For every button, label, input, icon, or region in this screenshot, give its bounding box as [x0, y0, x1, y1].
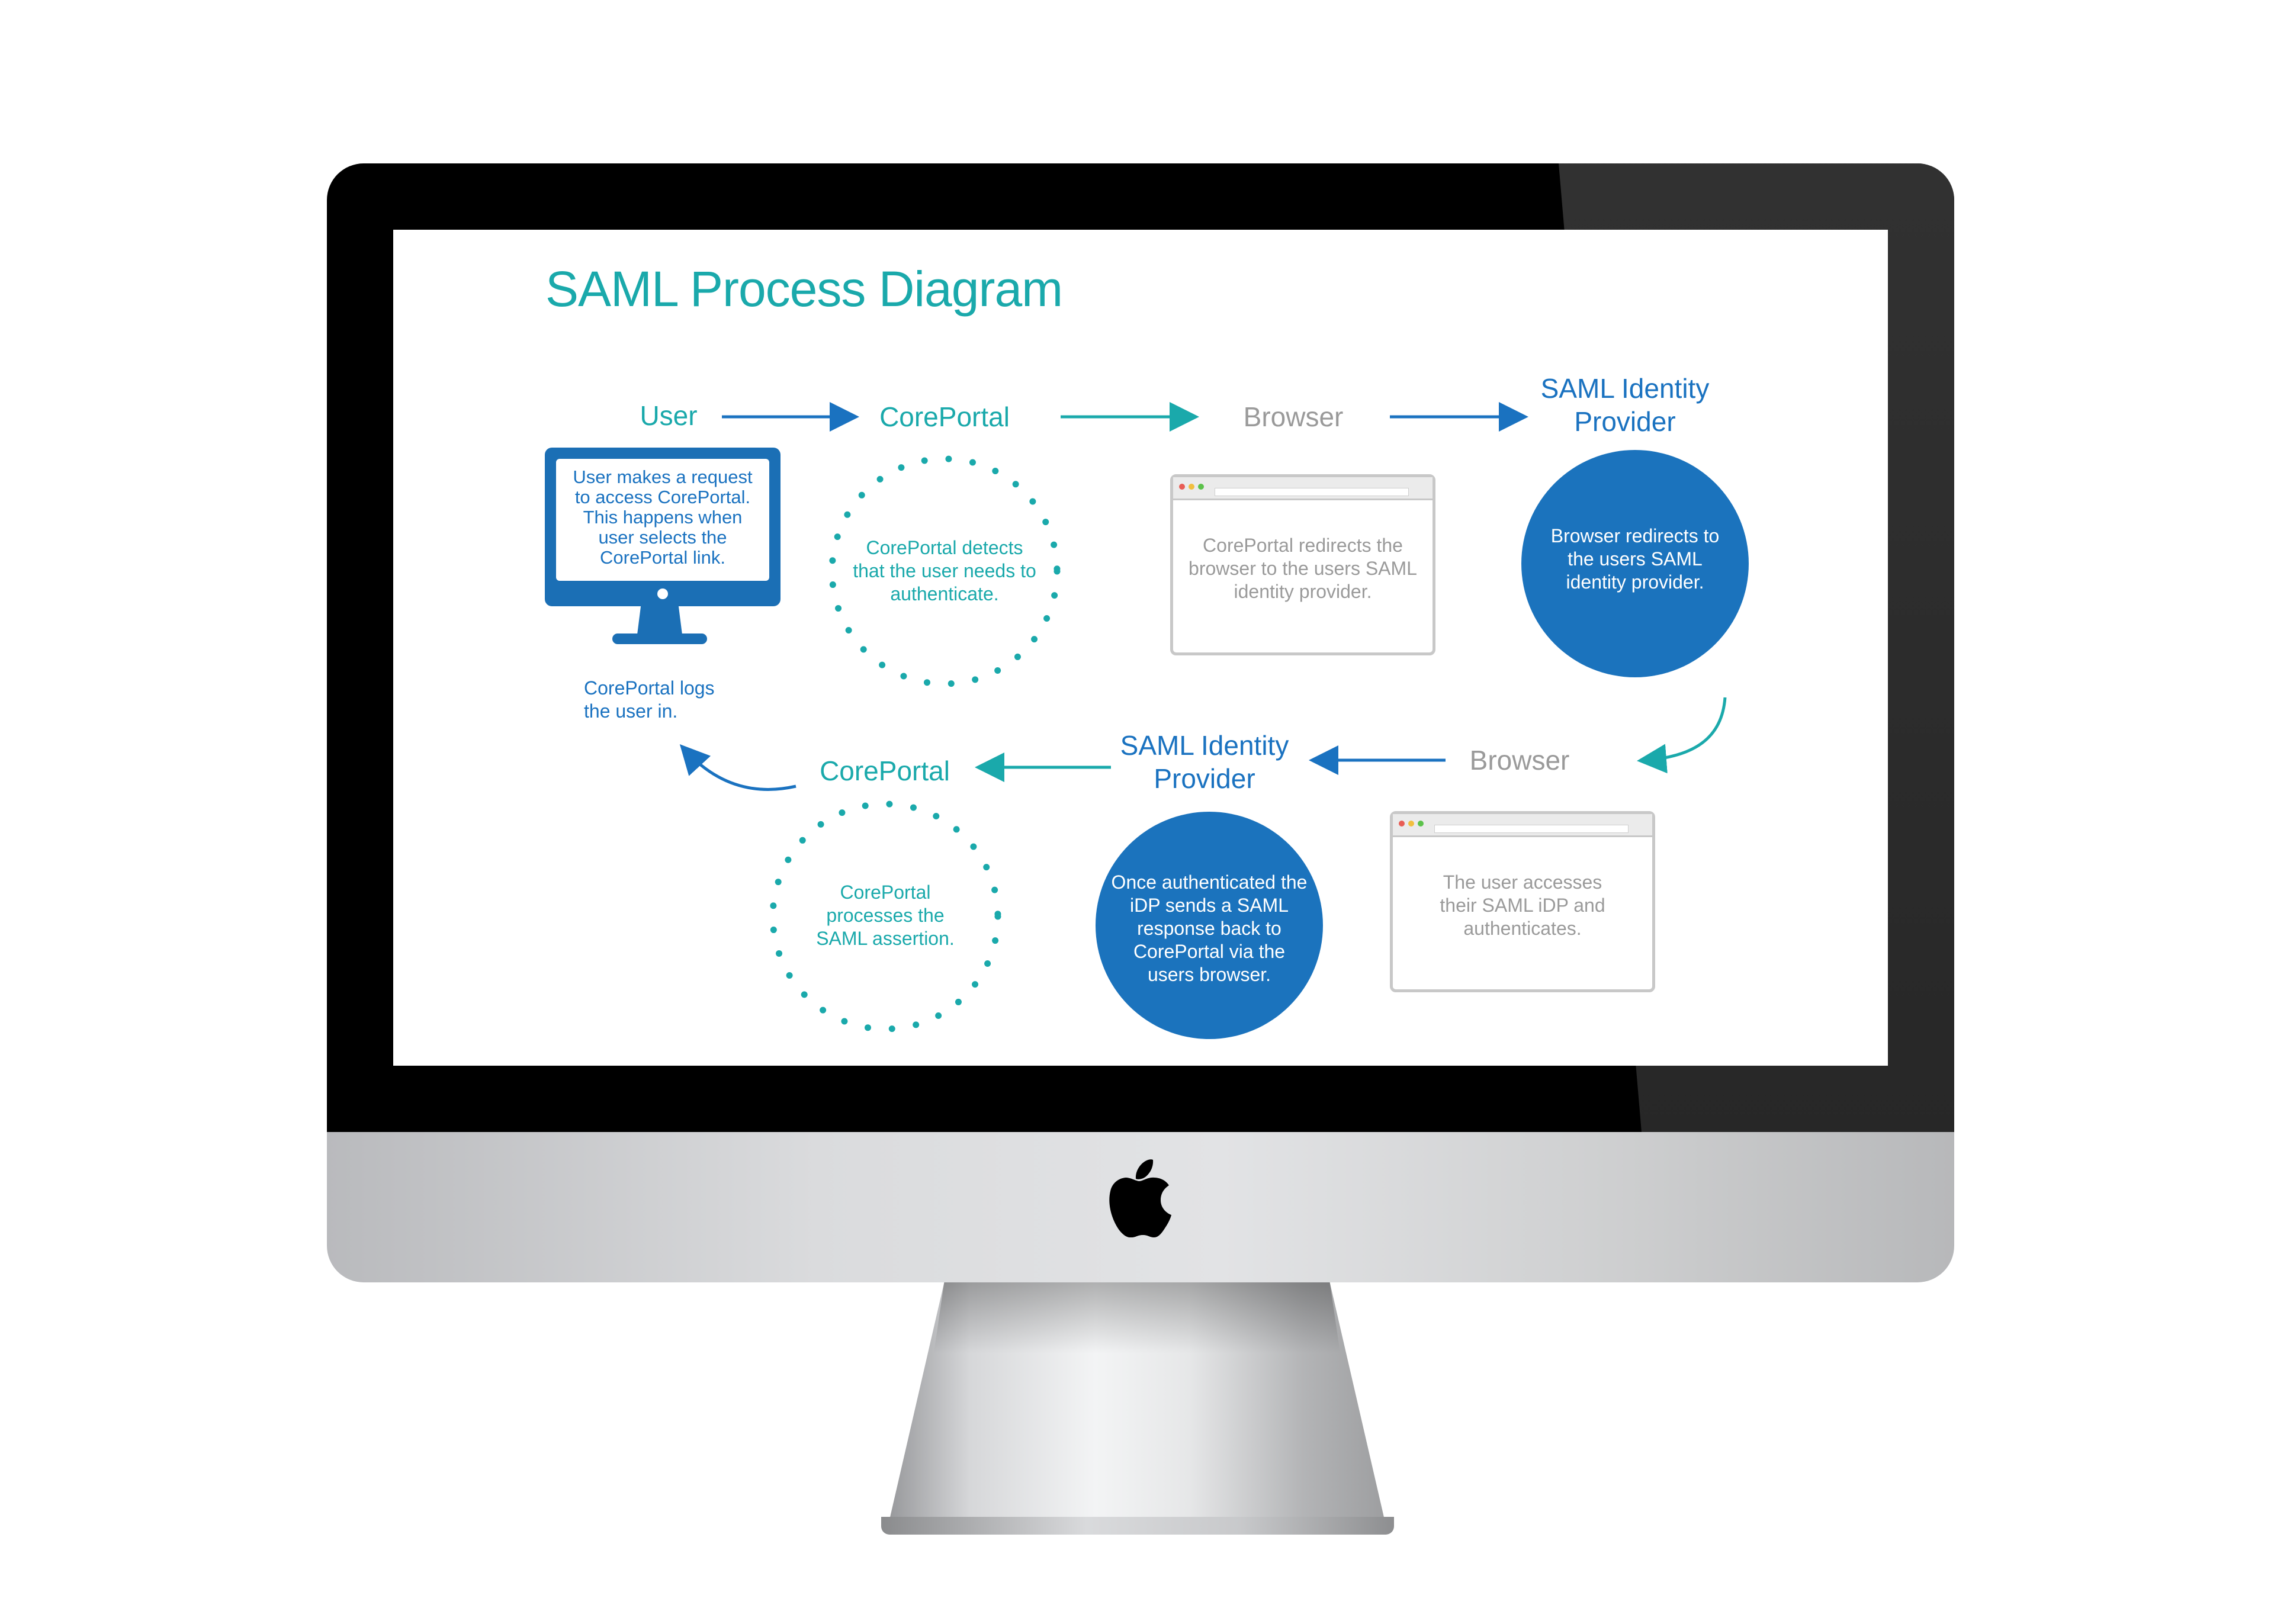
heading-saml-idp: SAML Identity Provider	[1540, 373, 1710, 438]
heading-coreportal-row2: CorePortal	[820, 755, 950, 786]
monitor-screen: SAML Process Diagram User CorePortal Bro…	[393, 230, 1888, 1066]
idp-response-text: Once authenticated the iDP sends a SAML …	[1111, 872, 1308, 986]
address-bar	[1434, 825, 1629, 833]
saml-idp-circle: Browser redirects to the users SAML iden…	[1521, 450, 1749, 677]
address-bar	[1215, 488, 1409, 496]
monitor-stand	[887, 1282, 1387, 1531]
browser-toolbar	[1173, 477, 1433, 500]
browser-authenticate-text: The user accesses their SAML iDP and aut…	[1440, 872, 1605, 940]
monitor-stand-shadow	[933, 1282, 1341, 1353]
coreportal-detect-dotted-circle	[828, 455, 1061, 687]
idp-redirect-text: Browser redirects to the users SAML iden…	[1550, 525, 1720, 593]
user-request-text: User makes a request to access CorePorta…	[573, 467, 753, 568]
coreportal-detect-text: CorePortal detects that the user needs t…	[853, 537, 1036, 605]
close-dot-icon	[1179, 484, 1185, 490]
browser-toolbar	[1393, 814, 1652, 837]
power-dot	[657, 589, 668, 599]
user-computer-neck	[637, 606, 682, 635]
browser-redirect-text: CorePortal redirects the browser to the …	[1189, 535, 1417, 603]
heading-coreportal: CorePortal	[879, 401, 1010, 432]
coreportal-process-text: CorePortal processes the SAML assertion.	[816, 882, 955, 950]
browser-window-redirect: CorePortal redirects the browser to the …	[1170, 474, 1435, 655]
heading-saml-idp-row2: SAML Identity Provider	[1120, 730, 1289, 795]
heading-browser: Browser	[1243, 401, 1344, 432]
user-computer-base	[612, 633, 707, 644]
user-computer-screen: User makes a request to access CorePorta…	[556, 459, 769, 581]
monitor-stand-foot	[881, 1517, 1394, 1535]
maximize-dot-icon	[1418, 821, 1424, 827]
arrow-idp-to-browser-curve	[1637, 697, 1727, 774]
diagram-title: SAML Process Diagram	[545, 261, 1063, 317]
arrow-coreportal-to-user-curve	[679, 744, 796, 791]
minimize-dot-icon	[1408, 821, 1414, 827]
browser-window-authenticate: The user accesses their SAML iDP and aut…	[1390, 811, 1655, 992]
heading-user: User	[640, 400, 698, 431]
heading-browser-row2: Browser	[1469, 745, 1570, 776]
close-dot-icon	[1399, 821, 1405, 827]
user-computer-icon: User makes a request to access CorePorta…	[545, 448, 781, 606]
coreportal-process-dotted-circle	[769, 800, 1001, 1033]
apple-logo-icon	[1109, 1159, 1171, 1237]
diagram-arrows	[679, 402, 1727, 1033]
coreportal-logs-in-caption: CorePortal logs the user in.	[584, 677, 715, 722]
saml-idp-response-circle: Once authenticated the iDP sends a SAML …	[1096, 812, 1323, 1039]
minimize-dot-icon	[1189, 484, 1194, 490]
maximize-dot-icon	[1198, 484, 1204, 490]
